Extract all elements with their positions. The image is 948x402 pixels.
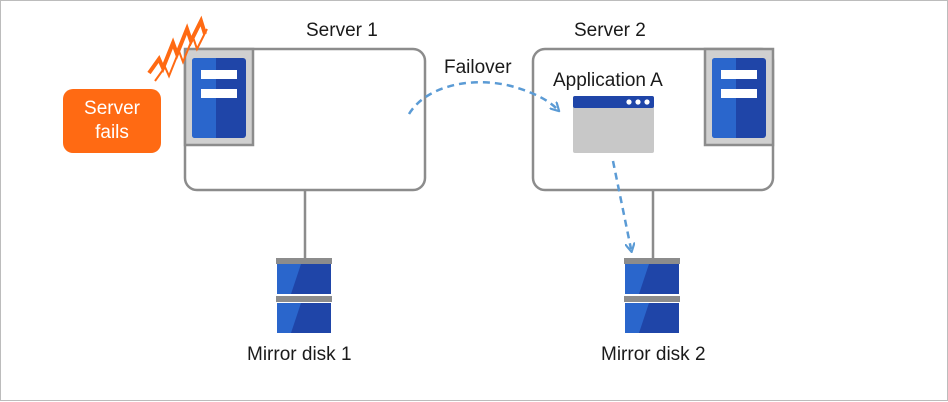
- mirror-disk-1-label: Mirror disk 1: [247, 344, 352, 365]
- server2-icon: [703, 47, 775, 147]
- failure-burst-icon: [147, 15, 208, 82]
- failover-label: Failover: [444, 57, 512, 78]
- application-window-icon: [573, 96, 654, 153]
- failover-arrow: [407, 80, 557, 115]
- server-fails-badge: Server fails: [63, 89, 161, 153]
- application-label: Application A: [553, 70, 663, 91]
- mirror-disk-1-icon: [276, 258, 332, 333]
- mirror-disk-2-icon: [624, 258, 680, 333]
- data-access-arrow: [611, 160, 631, 249]
- server1-label: Server 1: [306, 20, 378, 41]
- server-fails-line2: fails: [95, 122, 129, 143]
- server-fails-line1: Server: [84, 98, 140, 119]
- server1-icon: [183, 47, 255, 147]
- mirror-disk-2-label: Mirror disk 2: [601, 344, 706, 365]
- server2-label: Server 2: [574, 20, 646, 41]
